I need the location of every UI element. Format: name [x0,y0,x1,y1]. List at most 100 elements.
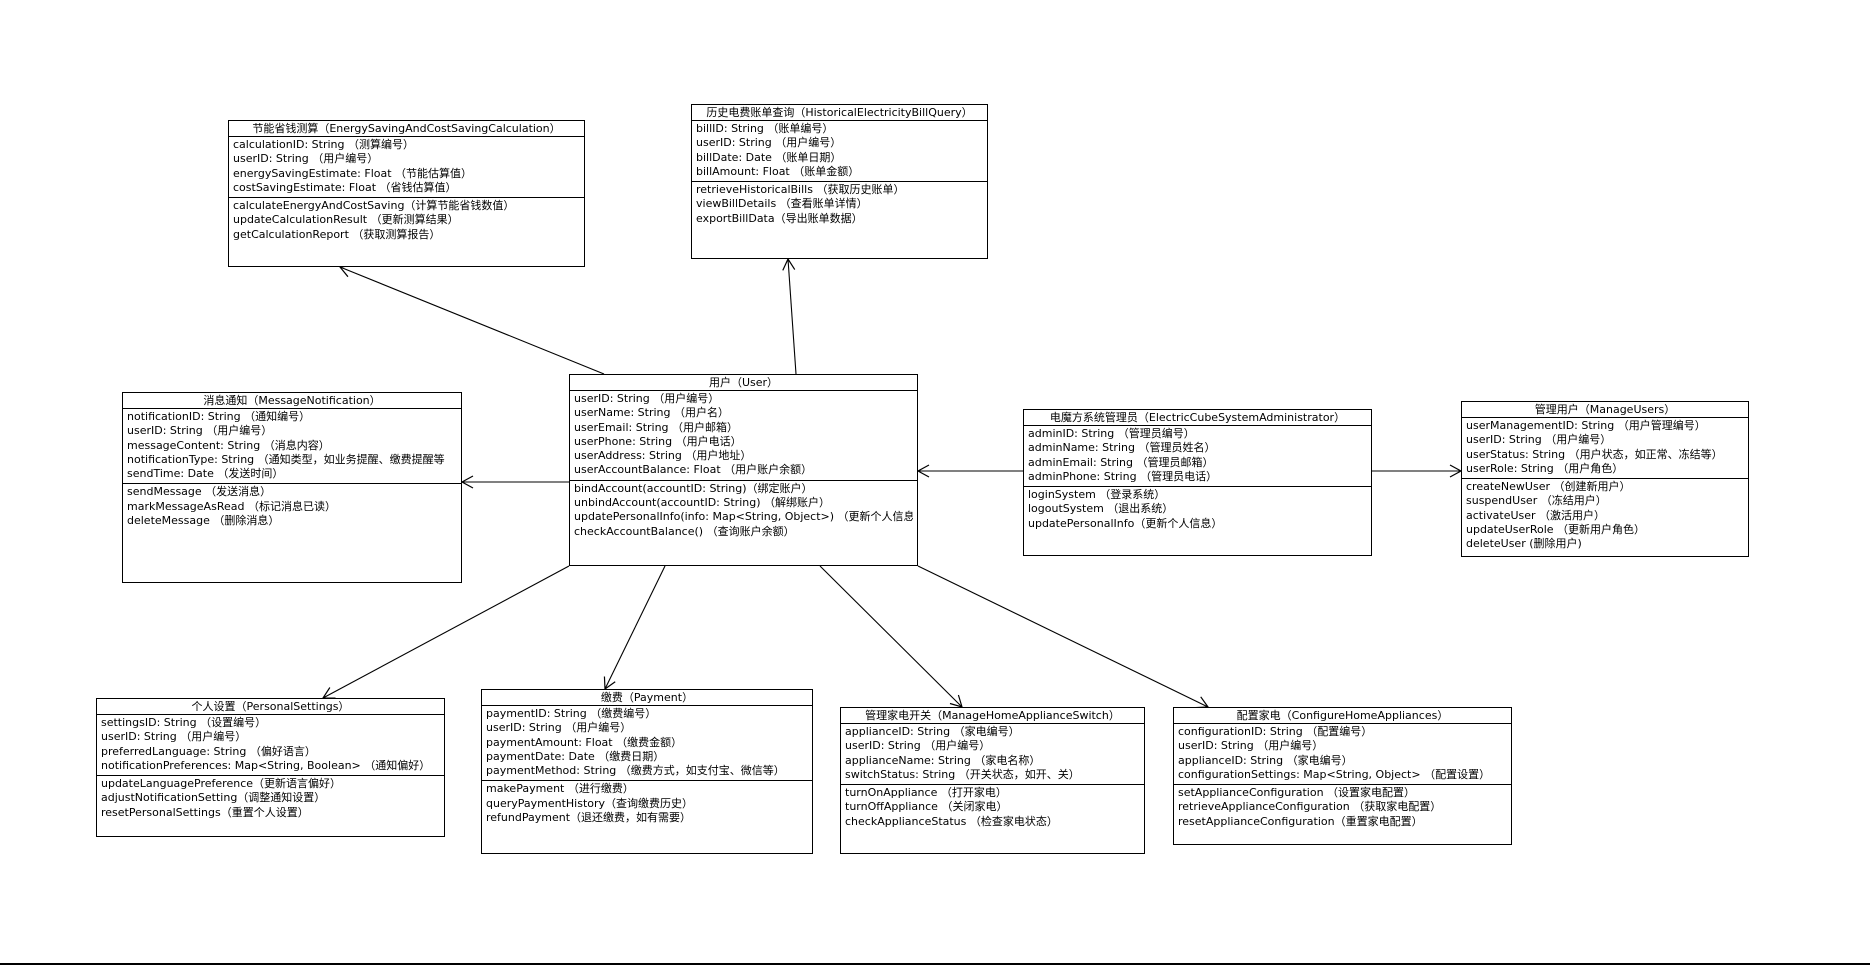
attribute: switchStatus: String （开关状态，如开、关） [845,767,1080,781]
class-message-notification[interactable]: 消息通知（MessageNotification） notificationID… [122,392,462,583]
attribute: userManagementID: String （用户管理编号） [1466,419,1706,432]
attribute: settingsID: String （设置编号） [101,716,267,729]
attribute: userID: String （用户编号） [1466,433,1612,447]
class-system-administrator[interactable]: 电魔方系统管理员（ElectricCubeSystemAdministrator… [1023,409,1372,556]
method: updatePersonalInfo（更新个人信息） [1028,516,1223,530]
method: updateLanguagePreference（更新语言偏好） [101,777,342,791]
method: updateUserRole （更新用户角色） [1466,523,1646,537]
method: loginSystem （登录系统） [1028,488,1166,502]
attribute: billAmount: Float （账单金额） [696,164,860,178]
attribute: preferredLanguage: String （偏好语言） [101,744,316,758]
attribute: applianceID: String （家电编号） [1178,753,1353,767]
bottom-border-line [0,963,1870,965]
method-list: bindAccount(accountID: String)（绑定账户） unb… [570,481,917,541]
method: sendMessage （发送消息） [127,485,272,499]
class-historical-bill-query[interactable]: 历史电费账单查询（HistoricalElectricityBillQuery）… [691,104,988,259]
attribute: paymentMethod: String （缴费方式，如支付宝、微信等） [486,764,785,778]
attribute: paymentDate: Date （缴费日期） [486,749,665,763]
method: bindAccount(accountID: String)（绑定账户） [574,481,813,495]
attribute: userID: String （用户编号） [1178,739,1324,753]
method: refundPayment（退还缴费，如有需要） [486,811,692,825]
method: getCalculationReport （获取测算报告） [233,227,441,241]
attribute: userEmail: String （用户邮箱） [574,420,739,434]
attribute: userID: String （用户编号） [696,136,842,150]
association-user-to-energy [338,264,605,375]
attribute: applianceID: String （家电编号） [845,725,1020,738]
method: retrieveApplianceConfiguration （获取家电配置） [1178,800,1442,814]
method: makePayment （进行缴费） [486,782,634,796]
attribute: adminName: String （管理员姓名） [1028,441,1216,455]
attribute: userID: String （用户编号） [574,392,720,405]
association-user-to-settings [321,565,570,699]
class-title: 缴费（Payment） [482,690,812,706]
class-title: 用户（User） [570,375,917,391]
class-energy-saving-calculation[interactable]: 节能省钱测算（EnergySavingAndCostSavingCalculat… [228,120,585,267]
method: setApplianceConfiguration （设置家电配置） [1178,786,1416,800]
method-list: turnOnAppliance （打开家电） turnOffAppliance … [841,785,1144,831]
attribute: notificationPreferences: Map<String, Boo… [101,758,431,772]
association-user-to-switch [819,565,963,708]
method: activateUser （激活用户） [1466,508,1606,522]
method: checkApplianceStatus （检查家电状态） [845,814,1058,828]
method: turnOnAppliance （打开家电） [845,786,1007,800]
class-manage-appliance-switch[interactable]: 管理家电开关（ManageHomeApplianceSwitch） applia… [840,707,1145,854]
attribute: adminEmail: String （管理员邮箱） [1028,455,1214,469]
method: deleteMessage （删除消息） [127,514,280,528]
attribute: billID: String （账单编号） [696,122,834,135]
method-list: retrieveHistoricalBills （获取历史账单） viewBil… [692,182,987,228]
association-user-to-bill [782,257,797,375]
attribute: paymentAmount: Float （缴费金额） [486,735,683,749]
attribute-list: settingsID: String （设置编号） userID: String… [97,715,444,777]
method: unbindAccount(accountID: String) （解绑账户） [574,496,830,510]
method-list: loginSystem （登录系统） logoutSystem （退出系统） u… [1024,487,1371,533]
attribute-list: adminID: String （管理员编号） adminName: Strin… [1024,426,1371,488]
method: createNewUser （创建新用户） [1466,480,1631,494]
class-title: 个人设置（PersonalSettings） [97,699,444,715]
class-personal-settings[interactable]: 个人设置（PersonalSettings） settingsID: Strin… [96,698,445,837]
method: checkAccountBalance() （查询账户余额） [574,524,795,538]
method: exportBillData（导出账单数据） [696,211,863,225]
attribute: messageContent: String （消息内容） [127,438,330,452]
attribute: userStatus: String （用户状态，如正常、冻结等） [1466,447,1723,461]
method: markMessageAsRead （标记消息已读） [127,499,336,513]
attribute-list: userManagementID: String （用户管理编号） userID… [1462,418,1748,480]
attribute-list: paymentID: String （缴费编号） userID: String … [482,706,812,782]
method: resetPersonalSettings（重置个人设置） [101,805,309,819]
attribute: adminID: String （管理员编号） [1028,427,1195,440]
method: resetApplianceConfiguration（重置家电配置） [1178,814,1423,828]
method: calculateEnergyAndCostSaving（计算节能省钱数值） [233,199,515,213]
attribute: userAddress: String （用户地址） [574,449,752,463]
method: viewBillDetails （查看账单详情） [696,197,868,211]
class-title: 电魔方系统管理员（ElectricCubeSystemAdministrator… [1024,410,1371,426]
method: retrieveHistoricalBills （获取历史账单） [696,183,905,197]
class-title: 管理用户（ManageUsers） [1462,402,1748,418]
attribute: billDate: Date （账单日期） [696,150,842,164]
method: suspendUser （冻结用户） [1466,494,1607,508]
method-list: createNewUser （创建新用户） suspendUser （冻结用户）… [1462,479,1748,553]
class-user[interactable]: 用户（User） userID: String （用户编号） userName:… [569,374,918,566]
attribute-list: notificationID: String （通知编号） userID: St… [123,409,461,485]
method: queryPaymentHistory（查询缴费历史） [486,796,694,810]
attribute: userID: String （用户编号） [486,721,632,735]
method: adjustNotificationSetting（调整通知设置） [101,791,326,805]
association-user-to-configure [917,565,1210,709]
attribute: userID: String （用户编号） [127,424,273,438]
attribute: userRole: String （用户角色） [1466,461,1624,475]
class-title: 节能省钱测算（EnergySavingAndCostSavingCalculat… [229,121,584,137]
attribute: applianceName: String （家电名称） [845,753,1041,767]
class-manage-users[interactable]: 管理用户（ManageUsers） userManagementID: Stri… [1461,401,1749,557]
method: logoutSystem （退出系统） [1028,502,1174,516]
attribute: paymentID: String （缴费编号） [486,707,657,720]
attribute: energySavingEstimate: Float （节能估算值） [233,166,473,180]
class-title: 消息通知（MessageNotification） [123,393,461,409]
attribute-list: configurationID: String （配置编号） userID: S… [1174,724,1511,786]
method: turnOffAppliance （关闭家电） [845,800,1008,814]
attribute: notificationID: String （通知编号） [127,410,311,423]
class-payment[interactable]: 缴费（Payment） paymentID: String （缴费编号） use… [481,689,813,854]
attribute: calculationID: String （测算编号） [233,138,414,151]
class-configure-appliances[interactable]: 配置家电（ConfigureHomeAppliances） configurat… [1173,707,1512,845]
attribute: configurationID: String （配置编号） [1178,725,1373,738]
method-list: setApplianceConfiguration （设置家电配置） retri… [1174,785,1511,831]
method-list: makePayment （进行缴费） queryPaymentHistory（查… [482,781,812,827]
